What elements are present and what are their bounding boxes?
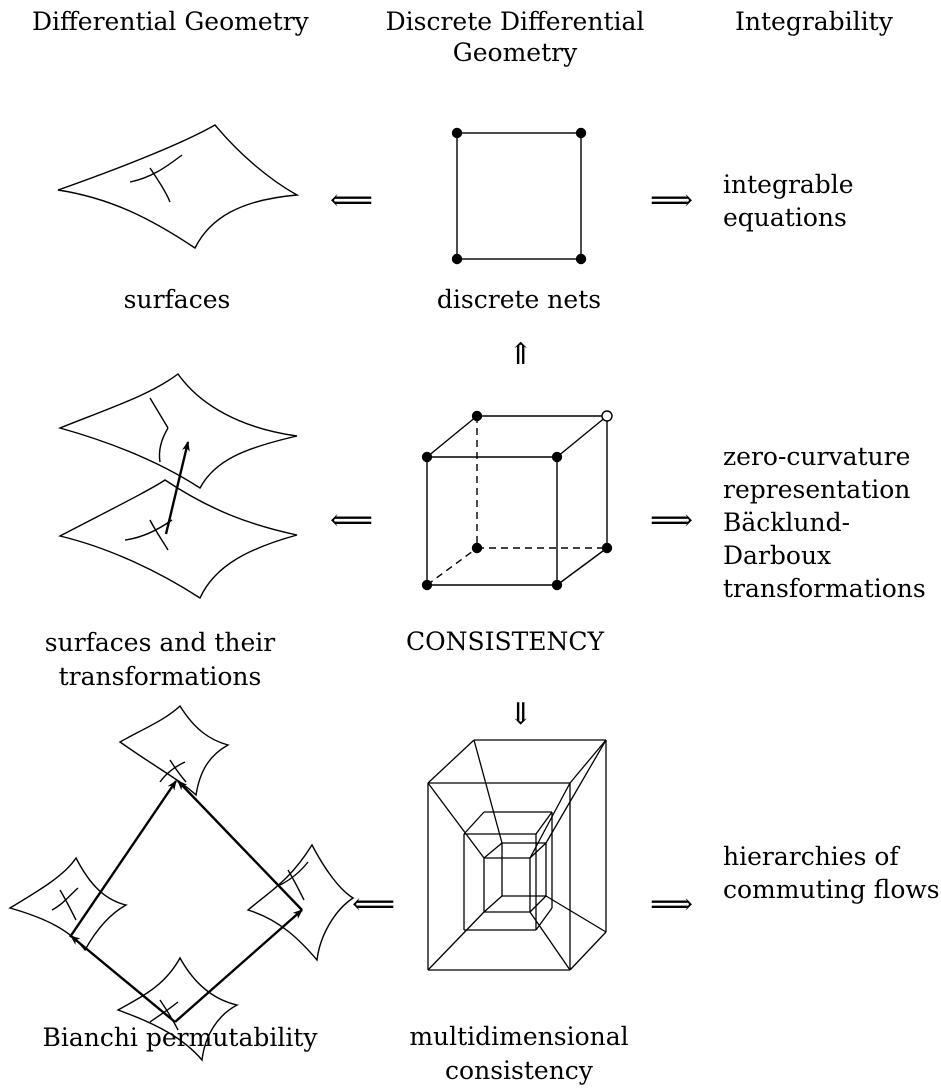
vertex-dot xyxy=(421,451,433,463)
left-implication-arrow: ⟸ xyxy=(330,503,374,538)
surfaces-and-transformation-drawing xyxy=(57,373,298,600)
vertex-dot xyxy=(451,127,463,139)
text-integrable-equations: integrable equations xyxy=(723,168,854,234)
text-line: hierarchies of xyxy=(723,842,899,871)
vertex-dot xyxy=(551,451,563,463)
caption-multidimensional-consistency: multidimensional consistency xyxy=(409,1020,628,1088)
text-line: equations xyxy=(723,203,847,232)
caption-line: multidimensional xyxy=(409,1022,629,1051)
multidimensional-consistency-hypercube xyxy=(427,739,607,971)
text-line: Bäcklund- xyxy=(723,508,851,537)
text-line: transformations xyxy=(723,574,926,603)
right-implication-arrow: ⟹ xyxy=(650,887,694,922)
open-vertex-dot xyxy=(601,410,613,422)
text-line: zero-curvature xyxy=(723,442,911,471)
discrete-net-square xyxy=(451,127,587,265)
bianchi-permutability-drawing xyxy=(8,704,355,1062)
vertex-dot xyxy=(575,253,587,265)
column-header-line: Geometry xyxy=(452,38,578,67)
column-header-differential-geometry: Differential Geometry xyxy=(32,7,309,36)
down-implication-arrow: ⇓ xyxy=(508,697,534,732)
left-implication-arrow: ⟸ xyxy=(330,183,374,218)
caption-surfaces-and-their-transformations: surfaces and their transformations xyxy=(45,626,275,694)
right-implication-arrow: ⟹ xyxy=(650,503,694,538)
caption-discrete-nets: discrete nets xyxy=(436,285,602,314)
vertex-dot xyxy=(451,253,463,265)
text-line: representation xyxy=(723,475,911,504)
surface-drawing xyxy=(57,124,300,250)
caption-consistency: CONSISTENCY xyxy=(405,627,605,656)
caption-line: transformations xyxy=(58,662,262,691)
vertex-dot xyxy=(421,579,433,591)
right-implication-arrow: ⟹ xyxy=(650,183,694,218)
vertex-dot xyxy=(471,542,483,554)
caption-surfaces: surfaces xyxy=(123,285,231,314)
caption-line: consistency xyxy=(445,1056,593,1085)
text-line: integrable xyxy=(723,170,854,199)
text-line: Darboux xyxy=(723,541,832,570)
text-hierarchies-of-commuting-flows: hierarchies of commuting flows xyxy=(723,840,940,906)
consistency-cube xyxy=(421,410,613,591)
up-implication-arrow: ⇑ xyxy=(508,337,534,372)
left-implication-arrow: ⟸ xyxy=(352,887,396,922)
column-header-integrability: Integrability xyxy=(735,7,893,36)
column-header-line: Discrete Differential xyxy=(385,7,645,36)
text-zero-curvature-backlund: zero-curvature representation Bäcklund- … xyxy=(723,440,926,605)
column-header-discrete-differential-geometry: Discrete Differential Geometry xyxy=(385,6,645,68)
vertex-dot xyxy=(551,579,563,591)
vertex-dot xyxy=(471,410,483,422)
vertex-dot xyxy=(575,127,587,139)
text-line: commuting flows xyxy=(723,875,940,904)
caption-bianchi-permutability: Bianchi permutability xyxy=(42,1023,318,1052)
vertex-dot xyxy=(601,542,613,554)
caption-line: surfaces and their xyxy=(44,628,276,657)
